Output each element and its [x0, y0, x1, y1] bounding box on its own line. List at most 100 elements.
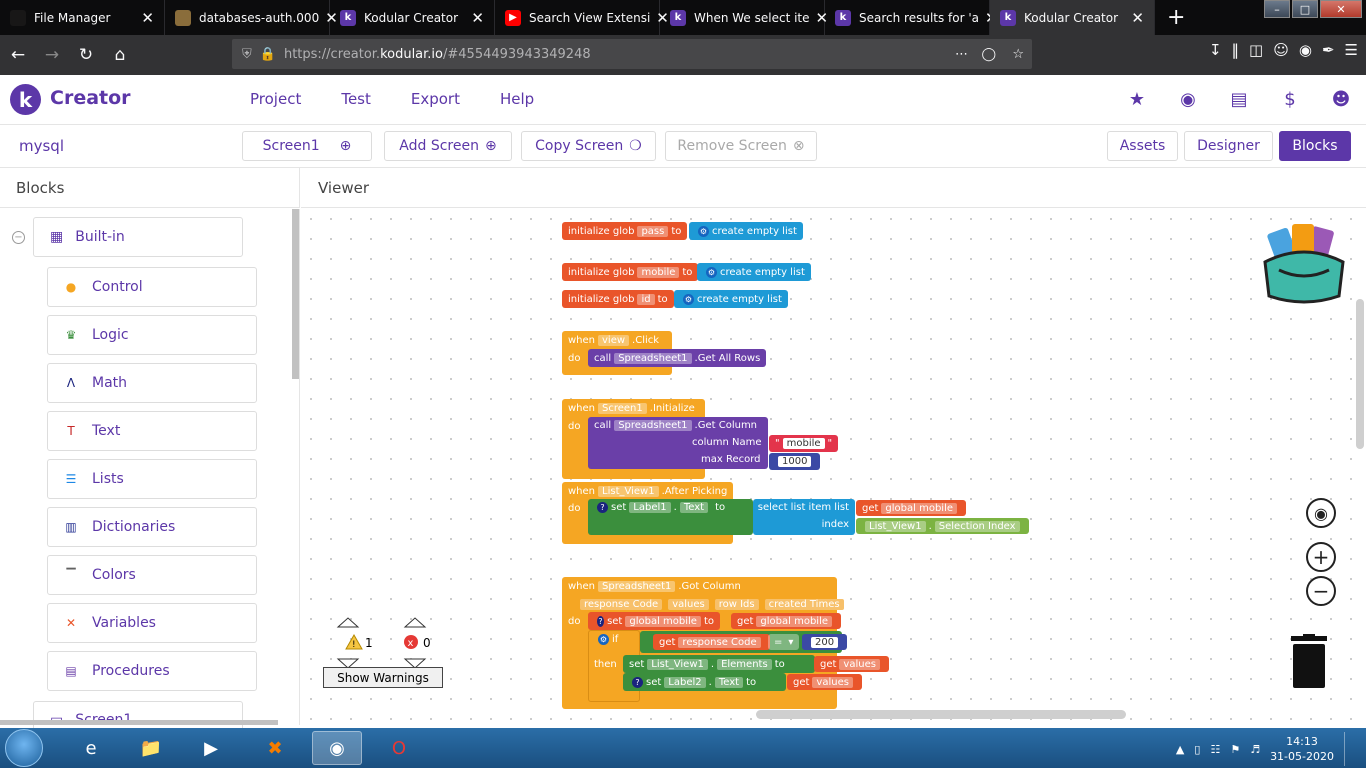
var-dropdown[interactable]: response Code [678, 636, 761, 648]
category-procedures[interactable]: ▤Procedures [47, 651, 257, 691]
reload-button[interactable]: ↻ [78, 45, 94, 65]
category-lists[interactable]: ☰Lists [47, 459, 257, 499]
firefox-icon[interactable]: ◉ [312, 731, 362, 765]
param-created-times[interactable]: created Times [764, 598, 844, 610]
var-dropdown[interactable]: global mobile [625, 615, 701, 627]
category-variables[interactable]: ✕Variables [47, 603, 257, 643]
create-empty-list-block[interactable]: ⚙create empty list [697, 263, 811, 281]
account-icon[interactable]: ☺ [1273, 41, 1289, 59]
param-response-code[interactable]: response Code [580, 598, 663, 610]
backpack-icon[interactable] [1259, 222, 1349, 308]
browser-tab[interactable]: File Manager✕ [0, 0, 165, 35]
help-icon[interactable]: ? [632, 676, 643, 688]
property-dropdown[interactable]: Selection Index [934, 520, 1020, 532]
text-value[interactable]: mobile [782, 438, 825, 449]
menu-export[interactable]: Export [410, 90, 460, 108]
opera-icon[interactable]: O [391, 737, 407, 759]
close-tab-icon[interactable]: ✕ [471, 8, 484, 27]
var-name-mobile[interactable]: mobile [637, 266, 680, 278]
property-dropdown[interactable]: Elements [717, 658, 772, 670]
create-empty-list-block[interactable]: ⚙create empty list [674, 290, 788, 308]
signal-icon[interactable]: ▯ [1194, 742, 1201, 756]
var-dropdown[interactable]: global mobile [756, 615, 833, 627]
component-dropdown[interactable]: Screen1 [598, 403, 647, 414]
file-explorer-icon[interactable]: 📁 [139, 737, 163, 759]
category-dictionaries[interactable]: ▥Dictionaries [47, 507, 257, 547]
collapse-toggle[interactable]: − [12, 231, 25, 244]
assets-button[interactable]: Assets [1107, 131, 1178, 161]
close-tab-icon[interactable]: ✕ [815, 8, 829, 27]
pocket-icon[interactable]: ◯ [981, 46, 996, 62]
listview-selection-index-block[interactable]: List_View1.Selection Index [856, 518, 1029, 534]
new-tab-button[interactable]: + [1167, 5, 1186, 30]
operator-dropdown[interactable]: =▾ [768, 634, 800, 650]
kodular-logo[interactable]: k [10, 84, 41, 115]
property-dropdown[interactable]: Text [679, 502, 709, 513]
menu-project[interactable]: Project [250, 90, 302, 108]
projects-folder-icon[interactable]: ★ [1128, 88, 1146, 110]
menu-test[interactable]: Test [341, 90, 371, 108]
number-200-block[interactable]: 200 [802, 634, 848, 650]
screen-selector[interactable]: Screen1 ⊕ [242, 131, 372, 161]
category-control[interactable]: ●Control [47, 267, 257, 307]
maximize-button[interactable]: □ [1292, 0, 1318, 18]
component-dropdown[interactable]: Label2 [664, 676, 706, 688]
back-button[interactable]: ← [10, 45, 26, 65]
add-screen-button[interactable]: Add Screen ⊕ [384, 131, 512, 161]
workspace-vertical-scrollbar[interactable] [1356, 299, 1364, 449]
flag-icon[interactable]: ⚑ [1230, 742, 1241, 756]
gear-icon[interactable]: ⚙ [706, 266, 717, 278]
home-button[interactable]: ⌂ [114, 45, 126, 65]
close-tab-icon[interactable]: ✕ [141, 8, 154, 27]
download-icon[interactable]: ↧ [1208, 41, 1222, 59]
component-dropdown[interactable]: List_View1 [598, 486, 659, 497]
network-icon[interactable]: ☷ [1210, 742, 1221, 756]
media-player-icon[interactable]: ▶ [204, 737, 218, 759]
internet-explorer-icon[interactable]: e [85, 737, 97, 759]
billing-dollar-icon[interactable]: $ [1284, 88, 1296, 110]
builtin-section[interactable]: ▦ Built-in [33, 217, 243, 257]
sidebar-icon[interactable]: ◫ [1249, 41, 1264, 59]
close-window-button[interactable]: ✕ [1320, 0, 1362, 18]
var-name-id[interactable]: id [637, 293, 655, 305]
left-vertical-scrollbar[interactable] [292, 209, 299, 379]
zoom-out-button[interactable]: − [1306, 576, 1336, 606]
blocks-button[interactable]: Blocks [1279, 131, 1351, 161]
palette-icon[interactable]: ◉ [1180, 88, 1196, 110]
component-dropdown[interactable]: Spreadsheet1 [614, 420, 692, 431]
number-value[interactable]: 1000 [778, 456, 812, 467]
left-horizontal-scrollbar[interactable] [0, 720, 278, 725]
designer-button[interactable]: Designer [1184, 131, 1273, 161]
show-desktop-button[interactable] [1344, 732, 1358, 766]
minimize-button[interactable]: – [1264, 0, 1290, 18]
user-account-icon[interactable]: ☻ [1331, 88, 1351, 110]
var-dropdown[interactable]: values [812, 676, 853, 688]
menu-help[interactable]: Help [499, 90, 535, 108]
remove-screen-button[interactable]: Remove Screen ⊗ [665, 131, 817, 161]
help-icon[interactable]: ? [597, 615, 605, 627]
close-tab-icon[interactable]: ✕ [656, 8, 669, 27]
close-tab-icon[interactable]: ✕ [1131, 8, 1144, 27]
gear-icon[interactable]: ⚙ [598, 634, 609, 645]
library-icon[interactable]: ‖ [1231, 41, 1240, 59]
